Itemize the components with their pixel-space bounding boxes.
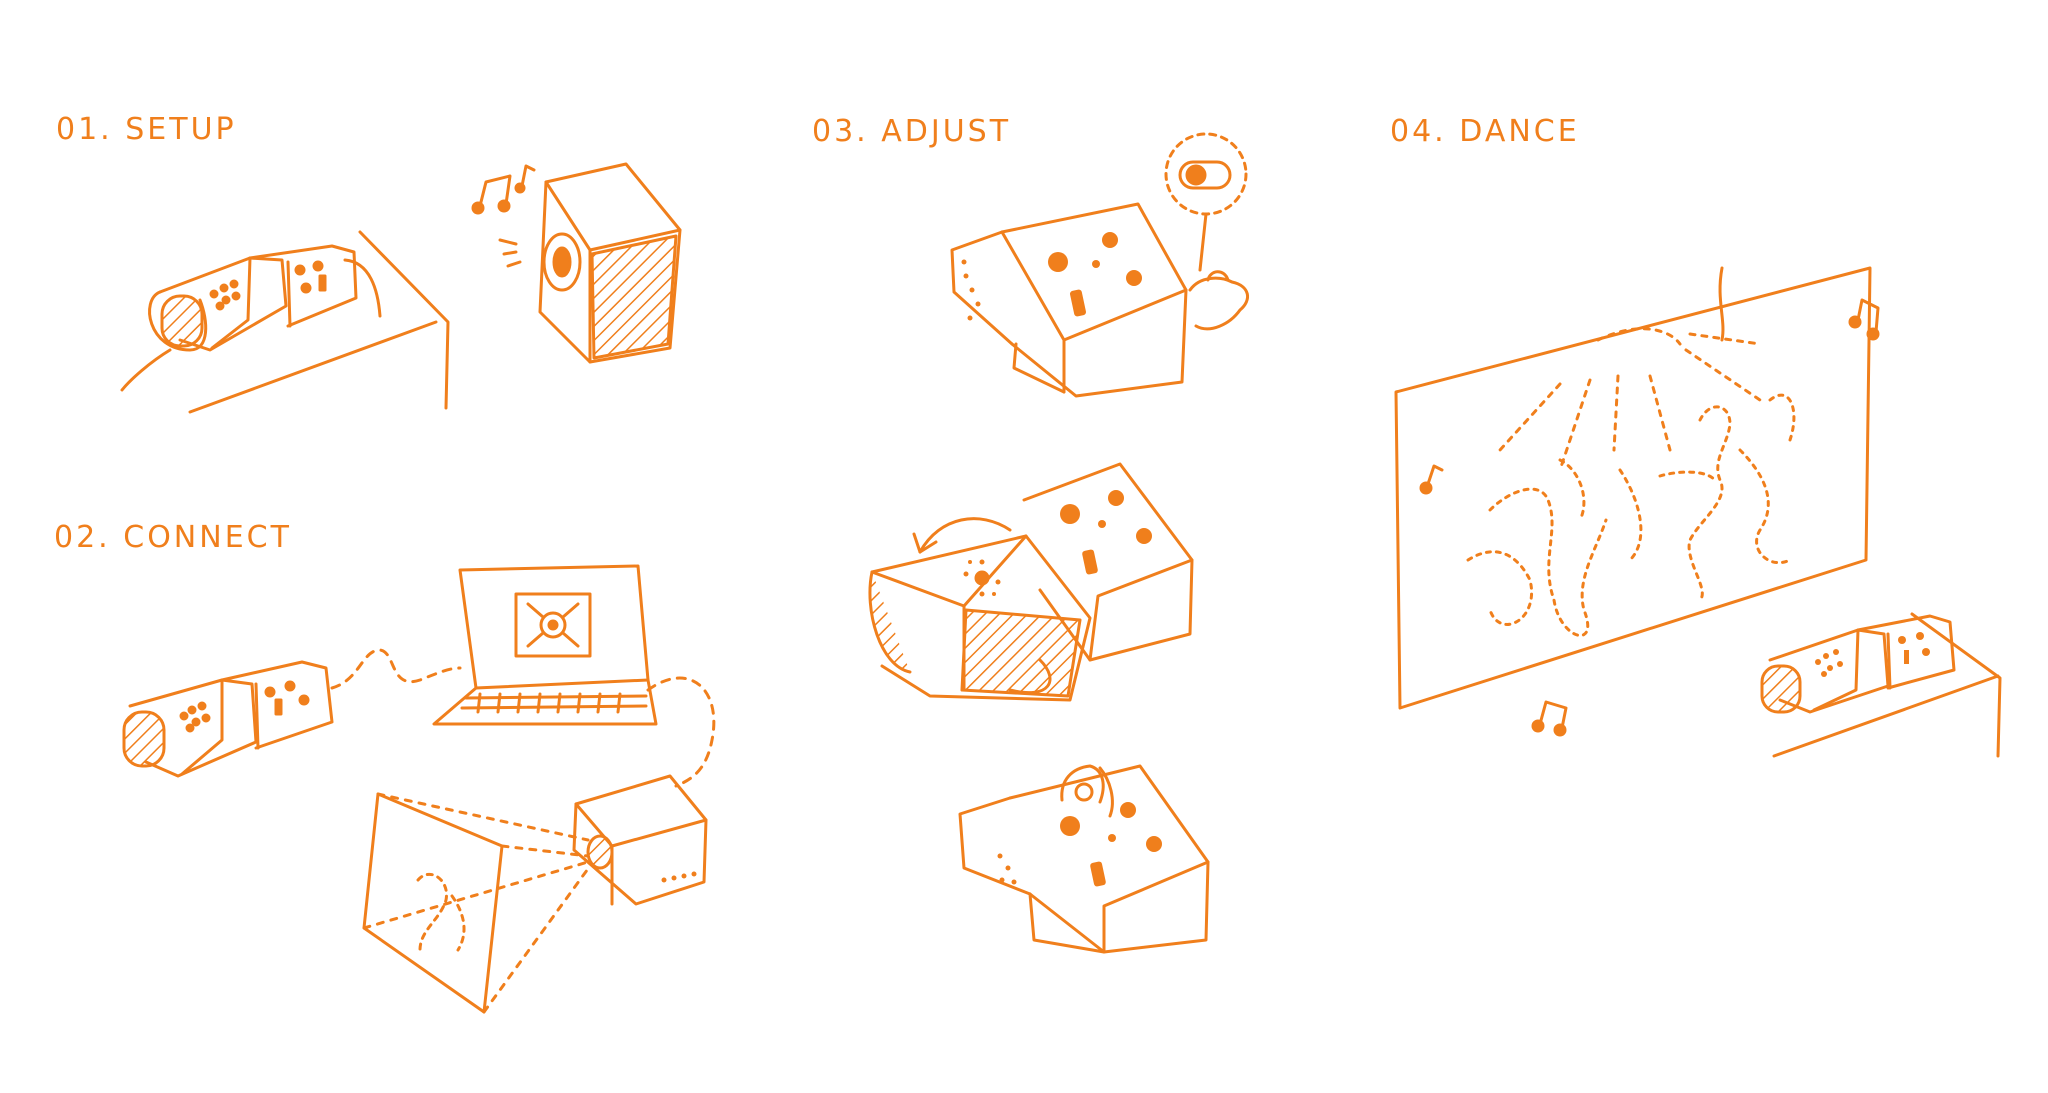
dance-table [1774,614,2000,756]
step-label-connect: 02. CONNECT [54,520,292,555]
setup-scene [122,164,680,412]
cable-laptop-projector [648,678,714,786]
step-label-setup: 01. SETUP [56,112,237,147]
adjust-box-top [952,204,1186,396]
finger-icon [1062,766,1113,816]
rotate-arrow-icon [914,519,1050,693]
toggle-switch-icon [1166,134,1246,270]
music-note-icon [473,166,534,266]
projection-screen [364,794,590,1012]
dancer-left [1468,460,1641,635]
projector-icon [574,776,706,904]
connect-scene [124,566,714,1012]
dance-music-notes [1421,300,1878,735]
adjust-box-bottom [960,766,1208,952]
dancer-right [1660,395,1794,600]
dance-projection-wall [1396,268,1870,708]
setup-table [190,232,448,412]
step-label-adjust: 03. ADJUST [812,114,1012,149]
cable-device-laptop [332,650,460,688]
connect-device [124,662,332,776]
step-label-dance: 04. DANCE [1390,114,1580,149]
light-rays [1500,329,1760,470]
setup-device [122,246,380,390]
adjust-box-middle [1024,464,1192,660]
setup-device-dots [211,262,325,309]
speaker-icon [540,164,680,362]
dance-scene [1396,268,2000,756]
laptop-icon [434,566,656,724]
dance-device [1762,616,1954,712]
adjust-scene [870,134,1248,952]
connect-device-dots [181,682,308,731]
hand-icon [1190,272,1248,329]
adjust-rotating-module [870,536,1090,700]
